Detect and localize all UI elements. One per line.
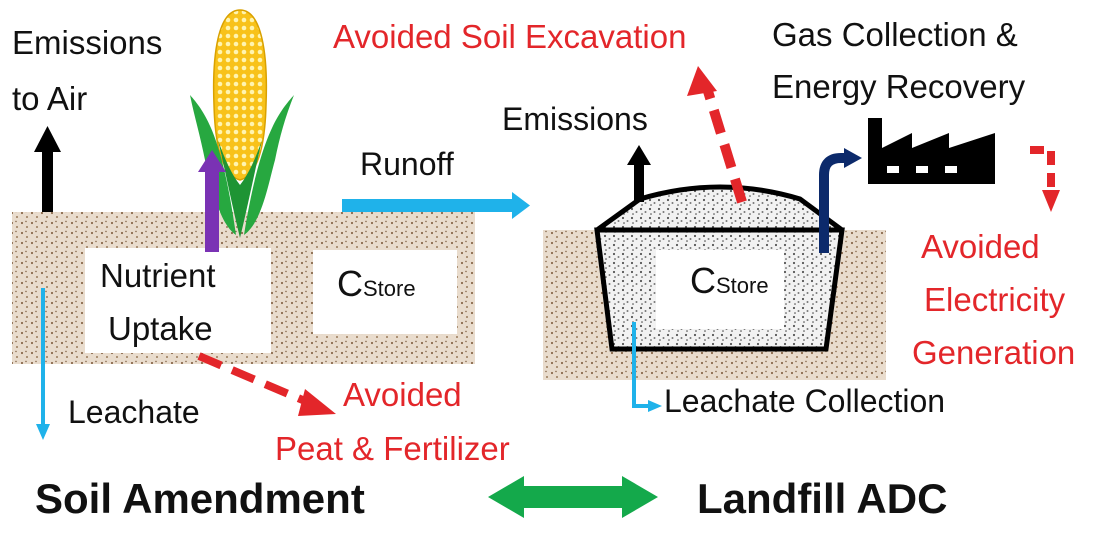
corn-icon — [190, 9, 294, 238]
emissions-to-air-label-line1: Emissions — [12, 24, 163, 61]
nutrient-uptake-label-line2: Uptake — [108, 310, 213, 347]
landfill-emissions-arrow — [627, 145, 651, 202]
emissions-to-air-label-line2: to Air — [12, 80, 88, 117]
avoided-soil-excavation-arrow — [687, 66, 747, 204]
landfill-c-store-sub: Store — [716, 273, 769, 298]
leachate-collection-arrow — [632, 322, 662, 412]
soil-c-store-sub: Store — [363, 276, 416, 301]
soil-c-store-main: C — [337, 263, 363, 304]
nutrient-uptake-box — [85, 248, 271, 353]
avoided-electricity-label-line1: Avoided — [921, 228, 1040, 265]
avoided-peat-label-line1: Avoided — [343, 376, 462, 413]
landfill-emissions-label: Emissions — [502, 101, 648, 137]
nutrient-uptake-arrow — [198, 150, 226, 252]
avoided-peat-fertilizer-arrow — [197, 352, 336, 416]
landfill-mound — [594, 184, 845, 233]
bidirectional-arrow — [488, 476, 658, 518]
landfill-adc-title: Landfill ADC — [697, 475, 948, 522]
avoided-electricity-label-line2: Electricity — [924, 281, 1066, 318]
avoided-soil-excavation-label: Avoided Soil Excavation — [333, 18, 687, 55]
soil-c-store-label: CStore — [337, 265, 416, 303]
gas-collection-label-line1: Gas Collection & — [772, 16, 1018, 53]
runoff-label: Runoff — [360, 146, 454, 182]
landfill-c-store-main: C — [690, 260, 716, 301]
landfill-c-store-label: CStore — [690, 262, 769, 300]
runoff-arrow — [342, 192, 530, 219]
soil-amendment-title: Soil Amendment — [35, 475, 365, 522]
leachate-label: Leachate — [68, 394, 200, 430]
factory-icon — [868, 118, 995, 184]
leachate-arrow — [36, 288, 50, 440]
avoided-electricity-label-line3: Generation — [912, 334, 1076, 371]
gas-collection-label-line2: Energy Recovery — [772, 68, 1026, 105]
landfill-c-store-box — [656, 250, 784, 329]
leachate-collection-label: Leachate Collection — [664, 383, 946, 419]
emissions-to-air-arrow — [34, 126, 61, 212]
gas-collection-arrow — [819, 148, 862, 253]
nutrient-uptake-label-line1: Nutrient — [100, 257, 216, 294]
avoided-peat-label-line2: Peat & Fertilizer — [275, 430, 510, 467]
avoided-electricity-arrow — [1030, 146, 1060, 212]
soil-c-store-box — [313, 250, 457, 334]
